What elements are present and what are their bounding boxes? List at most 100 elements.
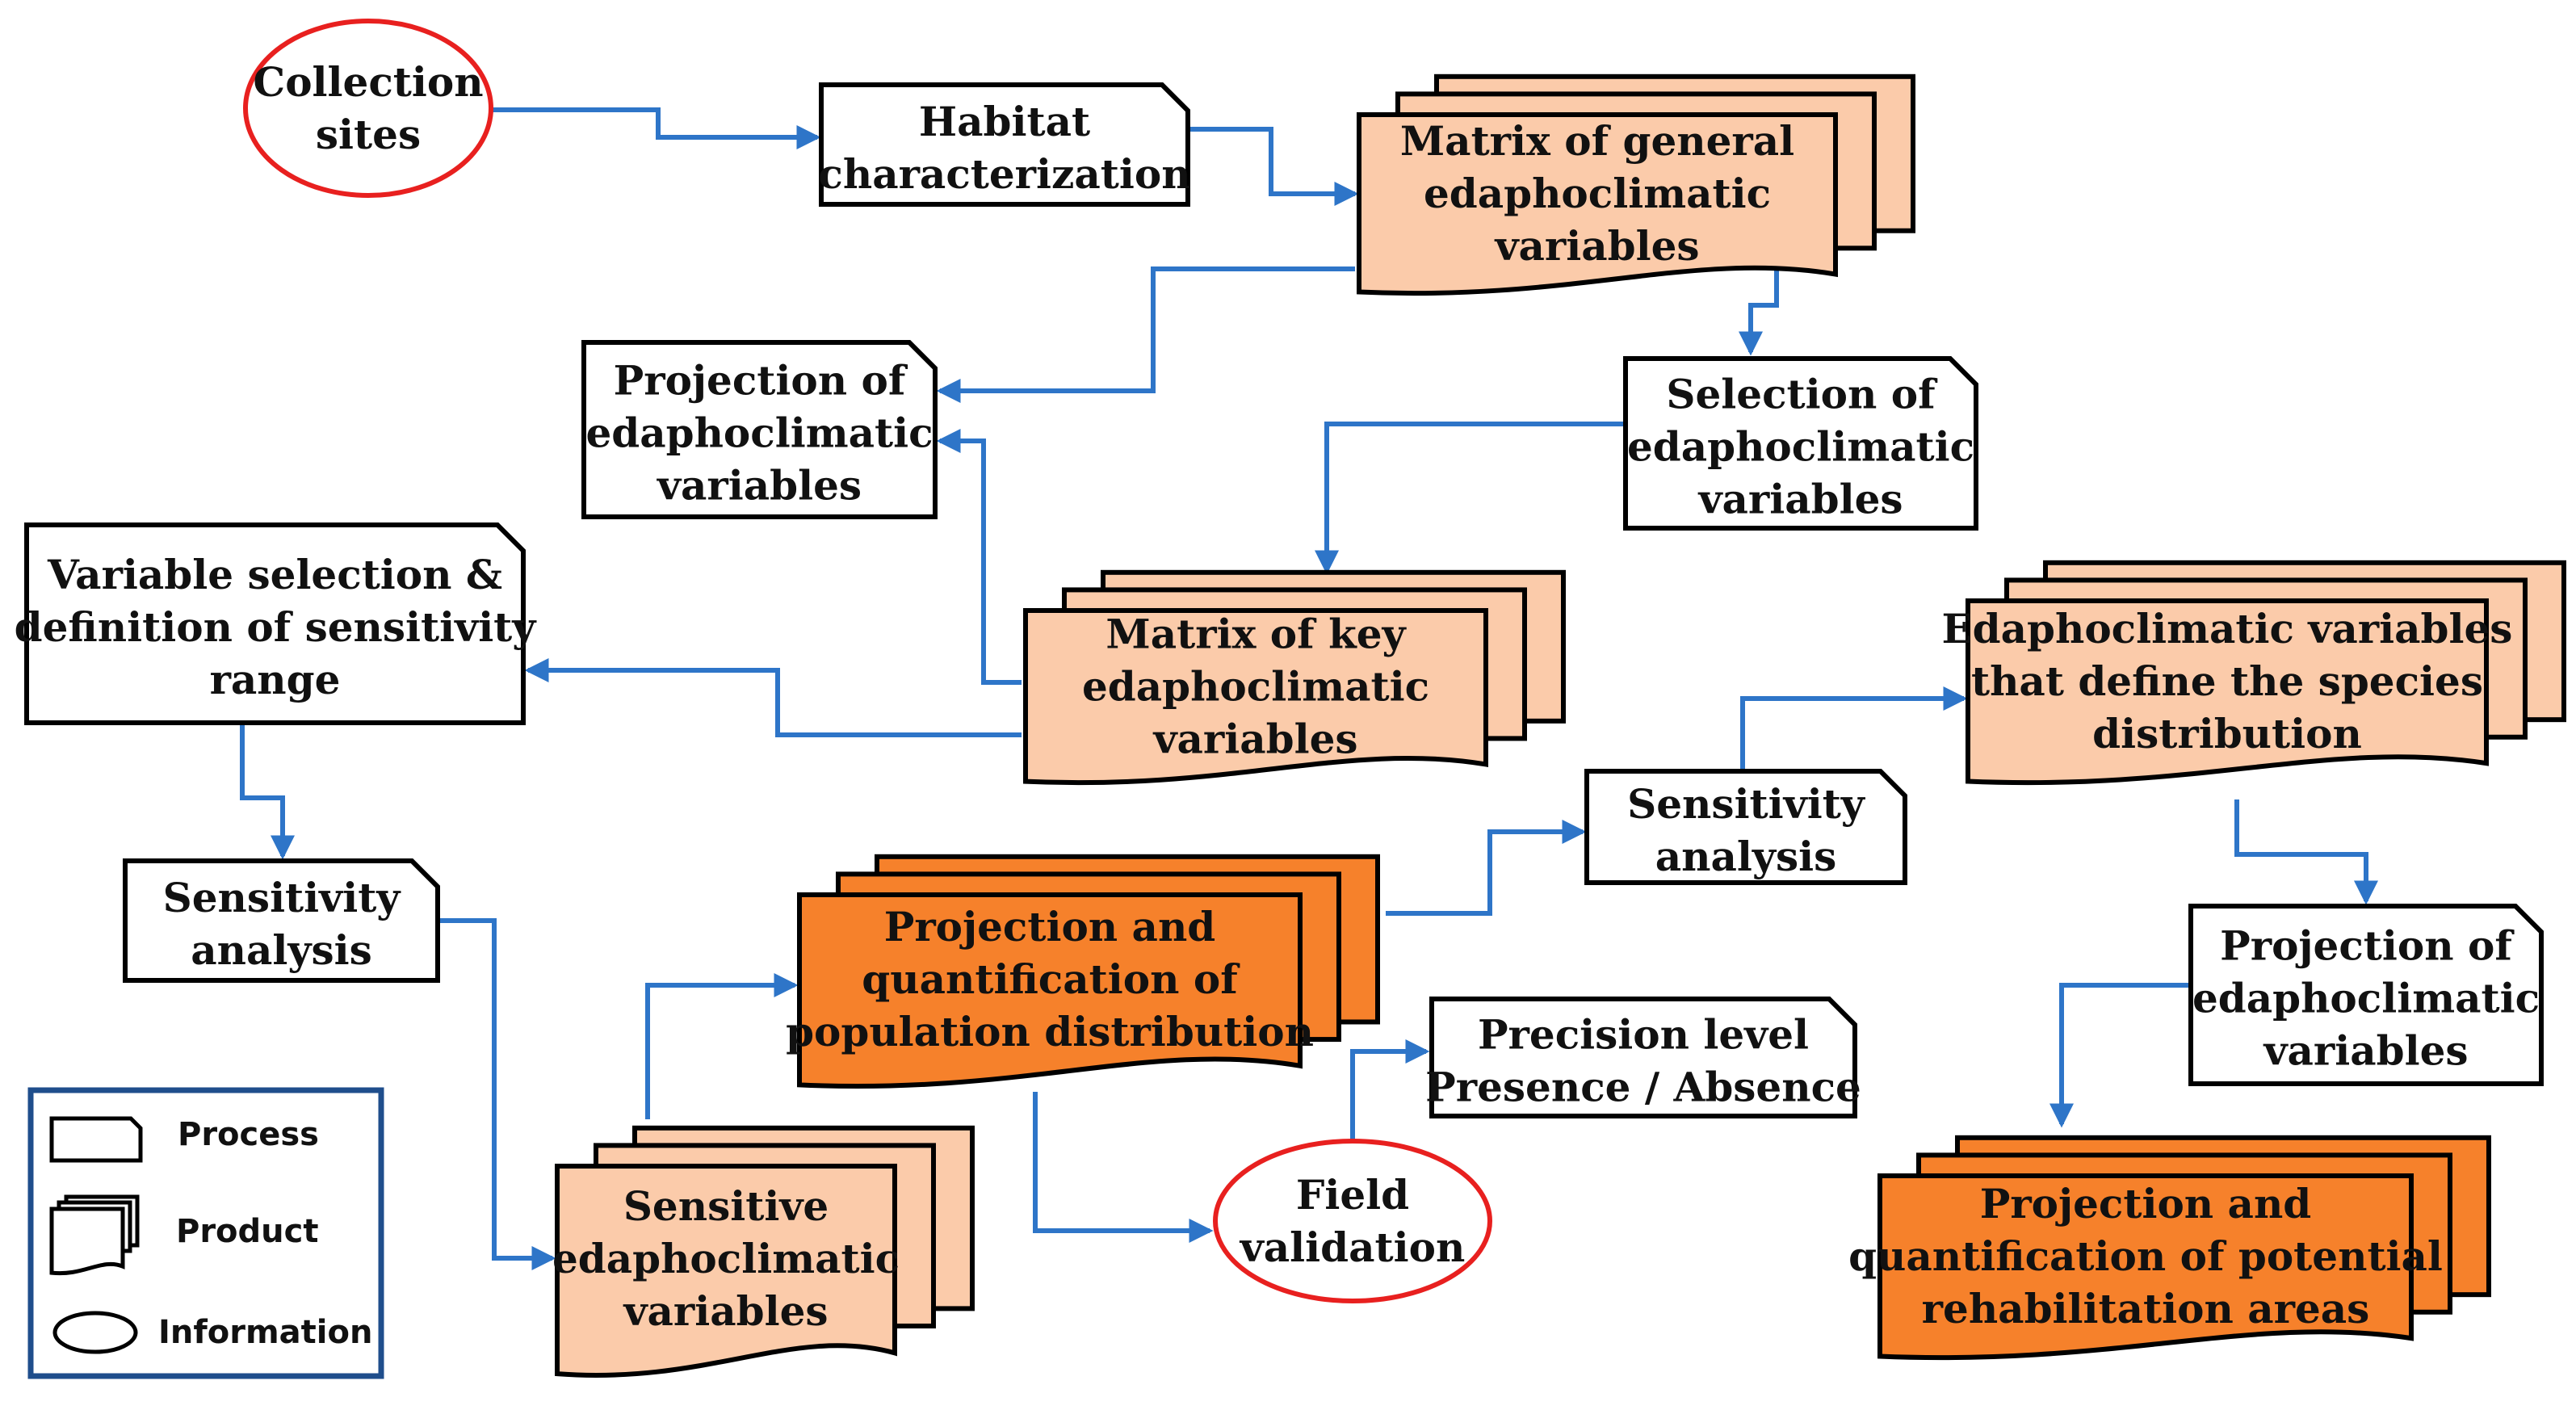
sensitivity-2-label-line-2: analysis — [1655, 833, 1837, 880]
legend-information-label: Information — [158, 1314, 372, 1351]
legend-product-icon — [49, 1206, 125, 1276]
sensitive-vars-to-population-arrow — [645, 973, 799, 1119]
sensitivity-to-sensitive-vars-arrow — [438, 918, 556, 1270]
edaph-define-product-sheet — [1966, 598, 2489, 786]
variable-selection-to-sensitivity-arrow — [240, 723, 295, 860]
matrix-key-to-variable-selection-arrow — [524, 658, 1022, 737]
variable-selection-label-line-3: range — [210, 656, 341, 703]
collection-sites-label-line-2: sites — [316, 111, 421, 158]
projection-population-label-line-2: quantification of — [862, 955, 1240, 1003]
projection-vars-2-label-line-3: variables — [2263, 1027, 2468, 1075]
projection-rehab-label-line-2: quantification of potential — [1848, 1232, 2443, 1280]
sensitivity-1-process-box — [123, 858, 440, 983]
field-validation-information-ellipse — [1213, 1139, 1492, 1303]
variable-selection-process-box — [24, 522, 526, 725]
projection-2-to-rehab-arrow — [2049, 983, 2191, 1128]
projection-rehab-product-sheet — [1877, 1173, 2414, 1361]
precision-label-line-2: Presence / Absence — [1425, 1064, 1861, 1111]
field-validation-label-line-2: validation — [1240, 1223, 1466, 1271]
matrix-key-label-line-2: edaphoclimatic — [1082, 663, 1429, 711]
projection-vars-1-process-box — [581, 340, 938, 519]
population-to-field-validation-arrow — [1033, 1092, 1214, 1243]
habitat-node: Habitat characterization — [818, 82, 1191, 207]
edaph-define-to-projection-2-arrow — [2234, 799, 2378, 905]
edaph-define-label-line-1: Edaphoclimatic variables — [1942, 605, 2513, 653]
sensitive-vars-label-line-3: variables — [623, 1287, 828, 1335]
collection-sites-label-line-1: Collection — [253, 58, 483, 106]
matrix-general-label-line-1: Matrix of general — [1400, 117, 1794, 165]
matrix-general-to-selection-arrow — [1739, 260, 1779, 356]
matrix-key-to-projection-1-arrow — [936, 429, 1022, 685]
matrix-general-to-projection-1-arrow — [936, 266, 1355, 403]
collection-sites-information-ellipse — [243, 19, 493, 198]
selection-node: Selection of edaphoclimatic variables — [1623, 356, 1978, 531]
habitat-to-matrix-general-arrow — [1188, 127, 1359, 206]
habitat-label-line-2: characterization — [818, 150, 1190, 198]
collection-sites-node: Collection sites — [243, 19, 493, 198]
field-validation-label-line-1: Field — [1296, 1171, 1409, 1219]
selection-to-matrix-key-arrow — [1315, 422, 1626, 575]
habitat-label-line-1: Habitat — [919, 98, 1090, 145]
field-validation-to-precision-arrow — [1350, 1039, 1430, 1140]
edaph-define-label-line-2: that define the species — [1971, 657, 2483, 705]
matrix-general-label-line-3: variables — [1494, 222, 1699, 270]
projection-rehab-label-line-1: Projection and — [1980, 1180, 2312, 1227]
legend-information-icon — [52, 1311, 138, 1354]
matrix-general-label-line-2: edaphoclimatic — [1424, 170, 1771, 217]
projection-vars-1-label-line-3: variables — [657, 462, 862, 510]
matrix-general-product-sheet — [1357, 112, 1838, 296]
sensitivity-2-label-line-1: Sensitivity — [1627, 780, 1866, 828]
projection-vars-1-label-line-1: Projection of — [614, 357, 908, 405]
projection-rehab-label-line-3: rehabilitation areas — [1922, 1285, 2370, 1332]
precision-process-box — [1429, 997, 1857, 1118]
sensitive-vars-label-line-1: Sensitive — [623, 1182, 829, 1230]
sensitivity-1-node: Sensitivity analysis — [123, 858, 440, 983]
projection-vars-2-process-box — [2188, 904, 2544, 1086]
matrix-key-label-line-3: variables — [1152, 715, 1357, 763]
sensitivity-1-label-line-2: analysis — [191, 926, 372, 974]
variable-selection-node: Variable selection & definition of sensit… — [15, 522, 538, 725]
selection-label-line-2: edaphoclimatic — [1627, 423, 1974, 471]
projection-vars-2-label-line-2: edaphoclimatic — [2192, 975, 2540, 1022]
matrix-general-node: Matrix of general edaphoclimatic variables — [1357, 73, 1915, 296]
legend-product-label: Product — [176, 1213, 318, 1250]
selection-label-line-3: variables — [1697, 476, 1903, 523]
variable-selection-label-line-1: Variable selection & — [47, 551, 502, 598]
variable-selection-label-line-2: definition of sensitivity — [15, 603, 538, 651]
sensitive-vars-label-line-2: edaphoclimatic — [552, 1235, 900, 1282]
projection-vars-1-label-line-2: edaphoclimatic — [585, 409, 933, 457]
sensitivity-1-label-line-1: Sensitivity — [163, 874, 402, 921]
edaph-define-label-line-3: distribution — [2092, 710, 2362, 757]
selection-label-line-1: Selection of — [1666, 371, 1938, 418]
population-to-sensitivity-2-arrow — [1386, 820, 1587, 916]
legend-process-icon — [49, 1116, 143, 1163]
sensitive-vars-node: Sensitive edaphoclimatic variables — [552, 1125, 975, 1378]
legend-process-label: Process — [178, 1116, 319, 1153]
projection-population-product-sheet — [797, 892, 1303, 1089]
matrix-key-product-sheet — [1023, 608, 1488, 786]
matrix-key-label-line-1: Matrix of key — [1105, 611, 1407, 658]
habitat-process-box — [819, 82, 1190, 207]
precision-label-line-1: Precision level — [1478, 1011, 1809, 1059]
sensitivity-2-node: Sensitivity analysis — [1584, 769, 1907, 885]
projection-population-label-line-3: population distribution — [786, 1008, 1314, 1055]
projection-population-node: Projection and quantification of populatio… — [786, 854, 1380, 1089]
selection-process-box — [1623, 356, 1978, 531]
collection-to-habitat-arrow — [491, 107, 821, 149]
projection-rehab-node: Projection and quantification of potentia… — [1848, 1135, 2491, 1361]
sensitivity-2-to-edaph-define-arrow — [1740, 686, 1968, 771]
sensitivity-2-process-box — [1584, 769, 1907, 885]
sensitive-vars-product-sheet — [555, 1164, 897, 1378]
projection-population-label-line-1: Projection and — [884, 903, 1216, 950]
projection-vars-2-label-line-1: Projection of — [2220, 922, 2515, 970]
projection-vars-2-node: Projection of edaphoclimatic variables — [2188, 904, 2544, 1086]
connectors — [240, 107, 2378, 1270]
